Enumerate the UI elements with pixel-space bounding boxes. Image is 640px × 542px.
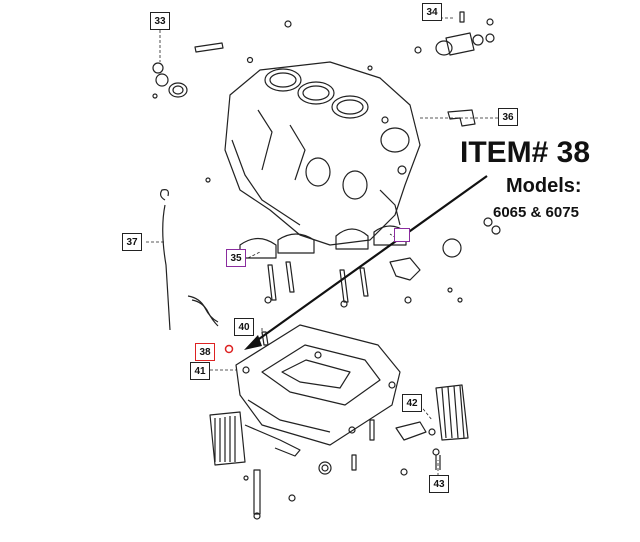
callout-42: 42	[402, 394, 422, 412]
models-label: Models:	[506, 175, 582, 197]
item-heading: ITEM# 38	[460, 136, 591, 169]
callout-33: 33	[150, 12, 170, 30]
callout-40: 40	[234, 318, 254, 336]
callout-35: 35	[226, 249, 246, 267]
oil-pan	[235, 324, 401, 446]
callout-43: 43	[429, 475, 449, 493]
cylinder-block	[224, 61, 421, 246]
callout-38: 38	[195, 343, 215, 361]
models-value: 6065 & 6075	[493, 204, 579, 221]
callout-41: 41	[190, 362, 210, 380]
callout-37: 37	[122, 233, 142, 251]
callout-34: 34	[422, 3, 442, 21]
item-38-arrow	[244, 175, 488, 350]
callout-36: 36	[498, 108, 518, 126]
bearing-caps	[239, 225, 463, 308]
fitting-34	[414, 11, 495, 56]
callout-35-second-marker	[394, 228, 410, 242]
coolant-heater	[395, 384, 469, 441]
item-38-oring	[224, 344, 234, 354]
